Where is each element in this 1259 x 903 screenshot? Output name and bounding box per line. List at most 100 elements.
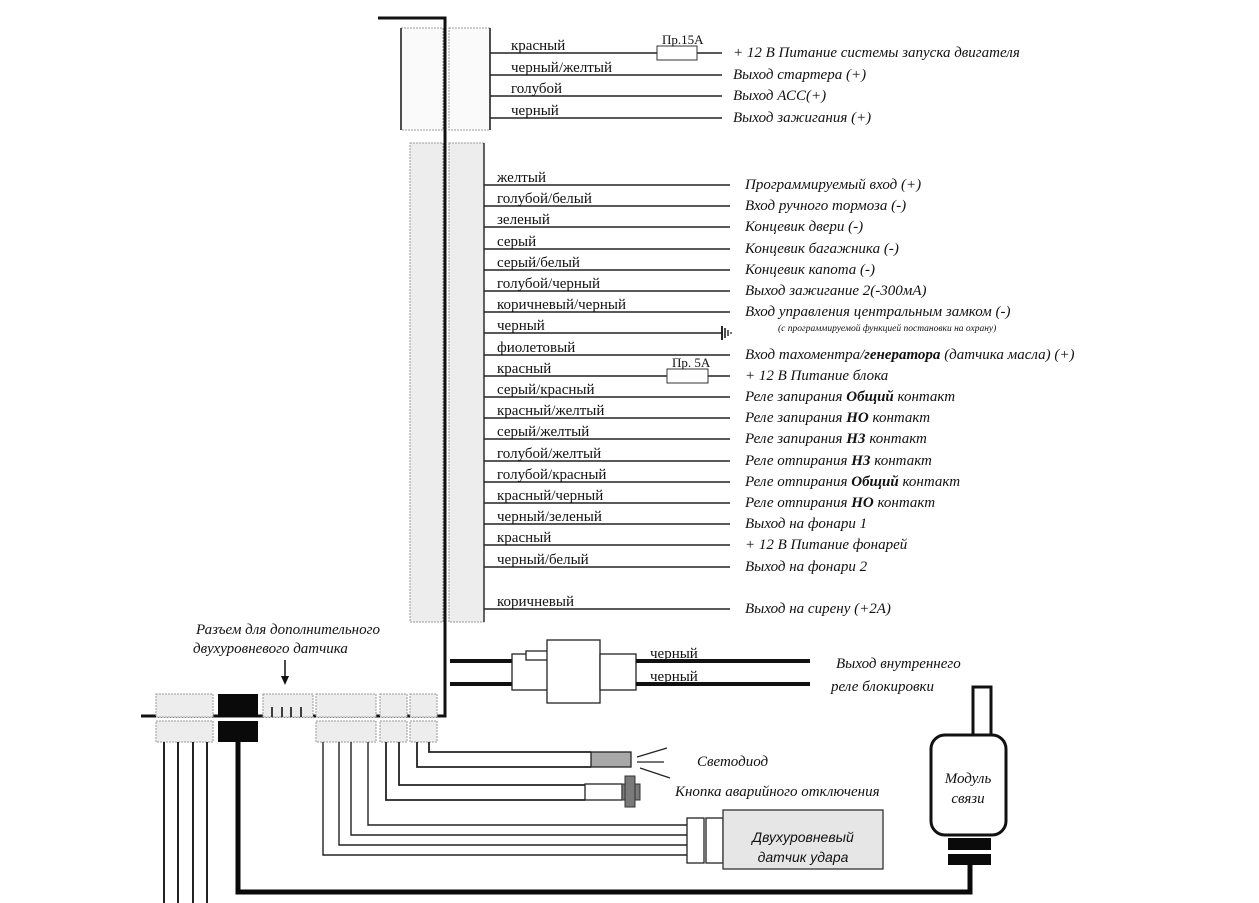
wire-function-segment: Концевик багажника (-): [744, 241, 899, 257]
wire-function-segment: Общий: [846, 389, 894, 405]
wire-function-label: Реле отпирания НО контакт: [744, 495, 935, 511]
wire-function-segment: контакт: [899, 474, 960, 490]
wire-color-label: голубой/желтый: [497, 446, 601, 462]
relay-label-line2: реле блокировки: [830, 679, 934, 695]
wire-row: Пр.15А красный + 12 В Питание системы запу…: [490, 32, 1020, 61]
fuse-icon: [666, 368, 709, 384]
wire-function-label: Выход АСС(+): [733, 88, 826, 104]
wire-color-label: черный/желтый: [511, 60, 612, 76]
wire-color-label: коричневый/черный: [497, 297, 626, 313]
wire-color-label: красный: [497, 530, 551, 546]
wire-function-segment: Вход тахоментра/: [745, 347, 866, 363]
shock-sensor-label-line2: датчик удара: [758, 849, 849, 865]
relay-label-line1: Выход внутреннего: [836, 656, 961, 672]
wire-function-segment: Реле отпирания: [744, 495, 851, 511]
shock-sensor: Двухуровневый датчик удара: [686, 809, 884, 870]
wire-function-segment: генератора: [864, 347, 941, 363]
wire-function-segment: (датчика масла) (+): [940, 347, 1074, 363]
comm-module-band-1: [948, 838, 991, 850]
arrow-down-icon: [281, 660, 289, 685]
wire-function-segment: Реле отпирания: [744, 453, 851, 469]
wire-function-label: Программируемый вход (+): [744, 177, 921, 193]
shock-sensor-connector-2: [705, 817, 724, 864]
fuse-icon: [656, 45, 698, 61]
connector-5-bottom: [379, 720, 408, 743]
wire-function-segment: + 12 В Питание фонарей: [745, 537, 908, 553]
shock-sensor-wires: [322, 742, 687, 856]
wire-function-segment: контакт: [866, 431, 927, 447]
antenna-icon: [971, 685, 993, 737]
bottom-connectors: [155, 693, 438, 743]
wire-color-label: фиолетовый: [497, 340, 575, 356]
comm-module-label-line2: связи: [951, 791, 984, 807]
main-connector-left-block: [409, 142, 444, 623]
wire-function-segment: НО: [850, 495, 874, 511]
fuse-label: Пр.15А: [662, 32, 704, 47]
connector-2-top: [218, 694, 258, 717]
wire-color-label: черный/белый: [497, 552, 589, 568]
connector-1-bottom: [155, 720, 214, 743]
wire-function-label: Выход на сирену (+2А): [745, 601, 891, 617]
wire-function-label: + 12 В Питание фонарей: [745, 537, 908, 553]
comm-module-band-2: [948, 854, 991, 865]
wire-function-segment: Реле запирания: [744, 389, 846, 405]
connector-4-bottom: [315, 720, 377, 743]
wire-color-label: желтый: [496, 170, 546, 186]
wire-row: зеленый Концевик двери (-): [484, 212, 863, 235]
wire-function-segment: + 12 В Питание блока: [745, 368, 888, 384]
connector-1-wires: [163, 742, 208, 903]
wire-row: фиолетовый Вход тахоментра/генератора (да…: [484, 340, 1074, 363]
aux-connector-note-line1: Разъем для дополнительного: [195, 622, 380, 638]
wire-function-label: Вход тахоментра/генератора (датчика масл…: [745, 347, 1074, 363]
connector-6-bottom: [409, 720, 438, 743]
blocking-relay: черный черный Выход внутреннего реле бло…: [450, 639, 961, 704]
relay-connector-tab: [525, 650, 549, 661]
wire-function-segment: Реле запирания: [744, 431, 846, 447]
wire-function-label: Концевик капота (-): [744, 262, 875, 278]
relay-body: [546, 639, 601, 704]
wire-color-label: голубой/белый: [497, 191, 592, 207]
wire-function-label: + 12 В Питание системы запуска двигателя: [733, 45, 1020, 61]
wire-function-segment: Выход на фонари 2: [745, 559, 868, 575]
wire-color-label: серый/красный: [497, 382, 595, 398]
wire-color-label: красный: [511, 38, 565, 54]
comm-module-label-line1: Модуль: [944, 771, 992, 787]
wire-function-label: Вход управления центральным замком (-): [745, 304, 1010, 320]
wire-function-label: Реле запирания НЗ контакт: [744, 431, 927, 447]
wire-color-label: серый/желтый: [497, 424, 589, 440]
led-wires: [416, 742, 591, 768]
wire-function-segment: Выход на сирену (+2А): [745, 601, 891, 617]
ground-icon: [721, 326, 732, 340]
wire-function-segment: Выход на фонари 1: [745, 516, 867, 532]
led-label: Светодиод: [697, 754, 769, 770]
wire-function-segment: НЗ: [845, 431, 866, 447]
wire-color-label: красный/черный: [497, 488, 603, 504]
wire-function-segment: контакт: [894, 389, 955, 405]
wire-function-segment: Концевик двери (-): [744, 219, 863, 235]
wire-color-label: зеленый: [497, 212, 550, 228]
wire-function-segment: Реле отпирания: [744, 474, 851, 490]
wire-row: коричневый/черный Вход управления централ…: [484, 297, 1010, 320]
wire-function-segment: Выход зажигание 2(-300мА): [745, 283, 926, 299]
wire-color-label: красный/желтый: [497, 403, 604, 419]
wire-function-segment: Вход ручного тормоза (-): [745, 198, 906, 214]
wire-color-label: черный/зеленый: [497, 509, 602, 525]
wire-function-label: Концевик багажника (-): [744, 241, 899, 257]
comm-module: Модуль связи: [929, 685, 1008, 865]
wire-row: желтый Программируемый вход (+): [484, 170, 921, 193]
wire-function-segment: Концевик капота (-): [744, 262, 875, 278]
relay-connector-right: [599, 653, 637, 691]
relay-wire-1-color: черный: [650, 646, 698, 662]
connector-6-top: [409, 693, 438, 718]
wire-function-label: Реле отпирания НЗ контакт: [744, 453, 932, 469]
wire-function-segment: Выход стартера (+): [733, 67, 866, 83]
button-wires: [385, 742, 585, 801]
wire-row: серый/желтый Реле запирания НЗ контакт: [484, 424, 927, 447]
relay-wire-2-color: черный: [650, 669, 698, 685]
